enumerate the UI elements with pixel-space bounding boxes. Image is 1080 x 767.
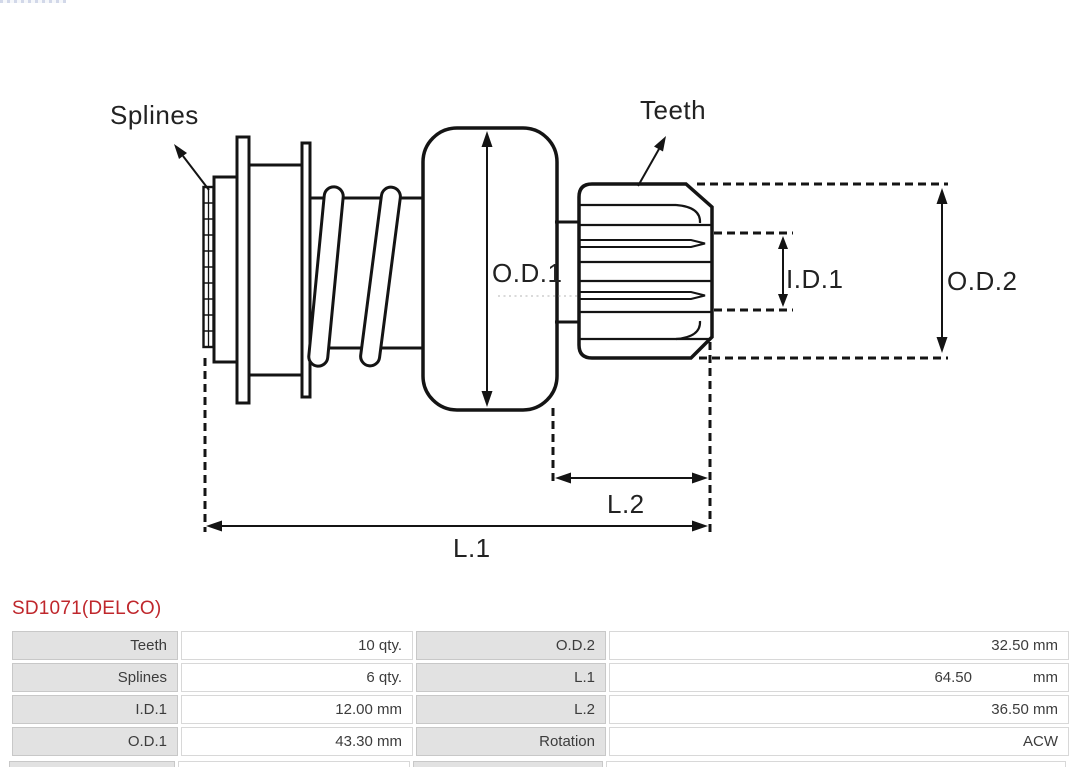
dimension-l1 <box>206 520 708 532</box>
spec-value: 64.50 mm <box>609 663 1069 692</box>
label-l2: L.2 <box>607 489 645 519</box>
leader-teeth <box>637 136 666 187</box>
shaft-collar <box>212 175 239 364</box>
spec-value: ACW <box>609 727 1069 756</box>
spec-value-number: 64.50 <box>934 669 972 686</box>
spec-label: I.D.1 <box>12 695 178 724</box>
spec-label: Rotation <box>416 727 606 756</box>
hub-cylinder <box>247 163 304 377</box>
leader-splines <box>174 144 210 191</box>
rear-disc <box>300 141 312 399</box>
spec-value: 36.50 mm <box>609 695 1069 724</box>
spec-row-partial <box>9 761 1072 767</box>
spec-value: 6 qty. <box>181 663 413 692</box>
spec-value: 32.50 mm <box>609 631 1069 660</box>
spec-value: 10 qty. <box>181 631 413 660</box>
decorative-top-strip <box>0 0 66 3</box>
extension-lines <box>203 182 948 532</box>
label-l1: L.1 <box>453 533 491 563</box>
spec-row-splines: Splines 6 qty. L.1 64.50 mm <box>12 663 1069 692</box>
spec-row-od1: O.D.1 43.30 mm Rotation ACW <box>12 727 1069 756</box>
spec-row-id1: I.D.1 12.00 mm L.2 36.50 mm <box>12 695 1069 724</box>
front-disc <box>235 135 251 405</box>
spec-row-teeth: Teeth 10 qty. O.D.2 32.50 mm <box>12 631 1069 660</box>
spec-value: 43.30 mm <box>181 727 413 756</box>
spring-coils <box>307 185 402 368</box>
spec-label: L.2 <box>416 695 606 724</box>
technical-drawing: Splines Teeth O.D.1 I.D.1 O.D.2 L.2 L.1 <box>110 95 1017 563</box>
dimension-l2 <box>555 472 708 484</box>
spec-table: Teeth 10 qty. O.D.2 32.50 mm Splines 6 q… <box>9 628 1072 759</box>
spec-value-unit: mm <box>1033 669 1058 686</box>
part-number: SD1071(DELCO) <box>12 598 162 619</box>
spec-label: O.D.1 <box>12 727 178 756</box>
label-id1: I.D.1 <box>786 264 843 294</box>
label-splines: Splines <box>110 100 199 130</box>
spec-label: L.1 <box>416 663 606 692</box>
dimension-id1 <box>778 236 788 307</box>
pinion-neck <box>555 220 580 324</box>
spec-label: Teeth <box>12 631 178 660</box>
spec-label: O.D.2 <box>416 631 606 660</box>
spec-value: 12.00 mm <box>181 695 413 724</box>
spec-label: Splines <box>12 663 178 692</box>
splined-shaft <box>202 185 215 349</box>
label-od2: O.D.2 <box>947 266 1017 296</box>
pinion-gear <box>577 182 714 360</box>
dimension-od2 <box>936 188 948 353</box>
clutch-body <box>421 126 559 412</box>
dimension-od1 <box>481 131 493 407</box>
label-teeth: Teeth <box>640 95 706 125</box>
label-od1: O.D.1 <box>492 258 562 288</box>
